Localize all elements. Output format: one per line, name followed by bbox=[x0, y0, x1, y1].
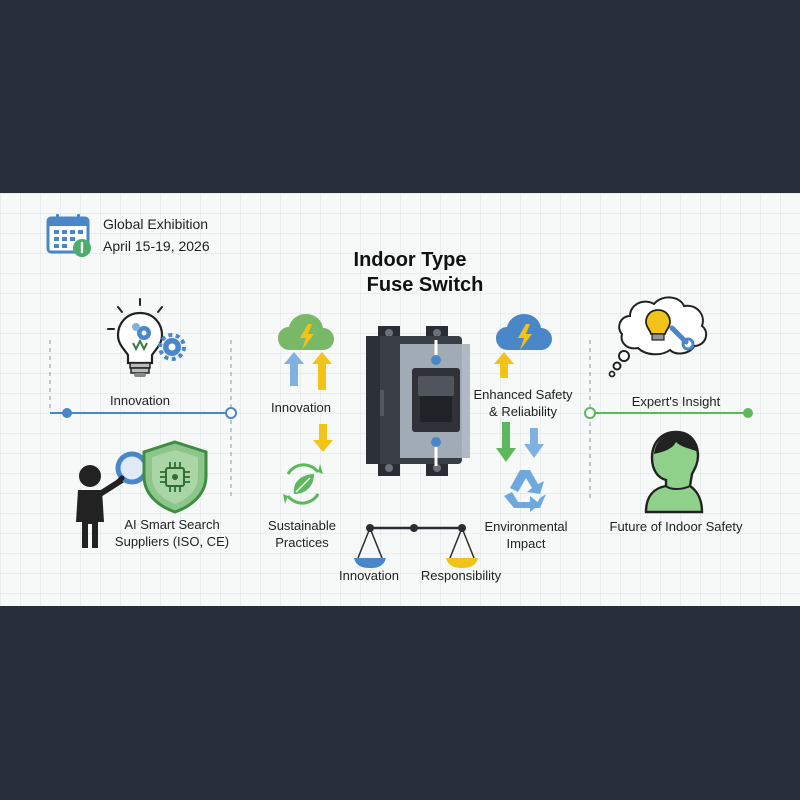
sustainable-label-line-2: Practices bbox=[275, 535, 329, 550]
search-label-line-1: AI Smart Search bbox=[124, 517, 220, 532]
person-magnifier-icon bbox=[76, 451, 149, 548]
thought-bubble-icon bbox=[608, 296, 708, 378]
title-line-2: Fuse Switch bbox=[366, 274, 484, 296]
arrow-up-yellow-icon bbox=[494, 352, 514, 378]
arrow-down-icon bbox=[313, 424, 333, 452]
event-name: Global Exhibition bbox=[103, 216, 209, 232]
sustainable-label-line-1: Sustainable bbox=[268, 518, 336, 533]
fuse-switch-device bbox=[366, 326, 470, 476]
balance-innovation-label: Innovation bbox=[339, 568, 399, 583]
center-innovation-label: Innovation bbox=[271, 400, 331, 415]
search-label-line-2: Suppliers (ISO, CE) bbox=[114, 534, 230, 549]
person-head-icon bbox=[644, 430, 704, 514]
shield-chip-icon bbox=[142, 440, 208, 514]
left-timeline bbox=[49, 340, 237, 500]
recycle-icon bbox=[504, 470, 546, 512]
bottom-dark-band bbox=[0, 606, 800, 800]
balance-scale-icon bbox=[354, 524, 478, 568]
safety-label-line-1: Enhanced Safety bbox=[473, 387, 573, 402]
calendar-icon bbox=[46, 214, 91, 257]
balance-responsibility-label: Responsibility bbox=[420, 568, 502, 583]
page-title: Indoor Type Fuse Switch bbox=[337, 248, 484, 298]
left-innovation-label: Innovation bbox=[110, 393, 170, 408]
future-safety-label: Future of Indoor Safety bbox=[609, 519, 743, 534]
safety-label-line-2: & Reliability bbox=[489, 404, 557, 419]
recycle-leaf-icon bbox=[283, 463, 323, 505]
cloud-lightning-icon bbox=[278, 314, 334, 350]
cloud-lightning-blue-icon bbox=[496, 314, 552, 350]
arrows-down-icon bbox=[496, 422, 544, 462]
right-timeline bbox=[584, 340, 753, 500]
env-label-line-1: Environmental bbox=[484, 519, 568, 534]
expert-insight-label: Expert's Insight bbox=[631, 394, 721, 409]
arrows-up-icon bbox=[284, 352, 332, 390]
event-dates: April 15-19, 2026 bbox=[103, 238, 210, 254]
title-line-1: Indoor Type bbox=[353, 249, 467, 271]
lightbulb-gears-icon bbox=[107, 298, 186, 377]
env-label-line-2: Impact bbox=[506, 536, 546, 551]
top-dark-band bbox=[0, 0, 800, 193]
